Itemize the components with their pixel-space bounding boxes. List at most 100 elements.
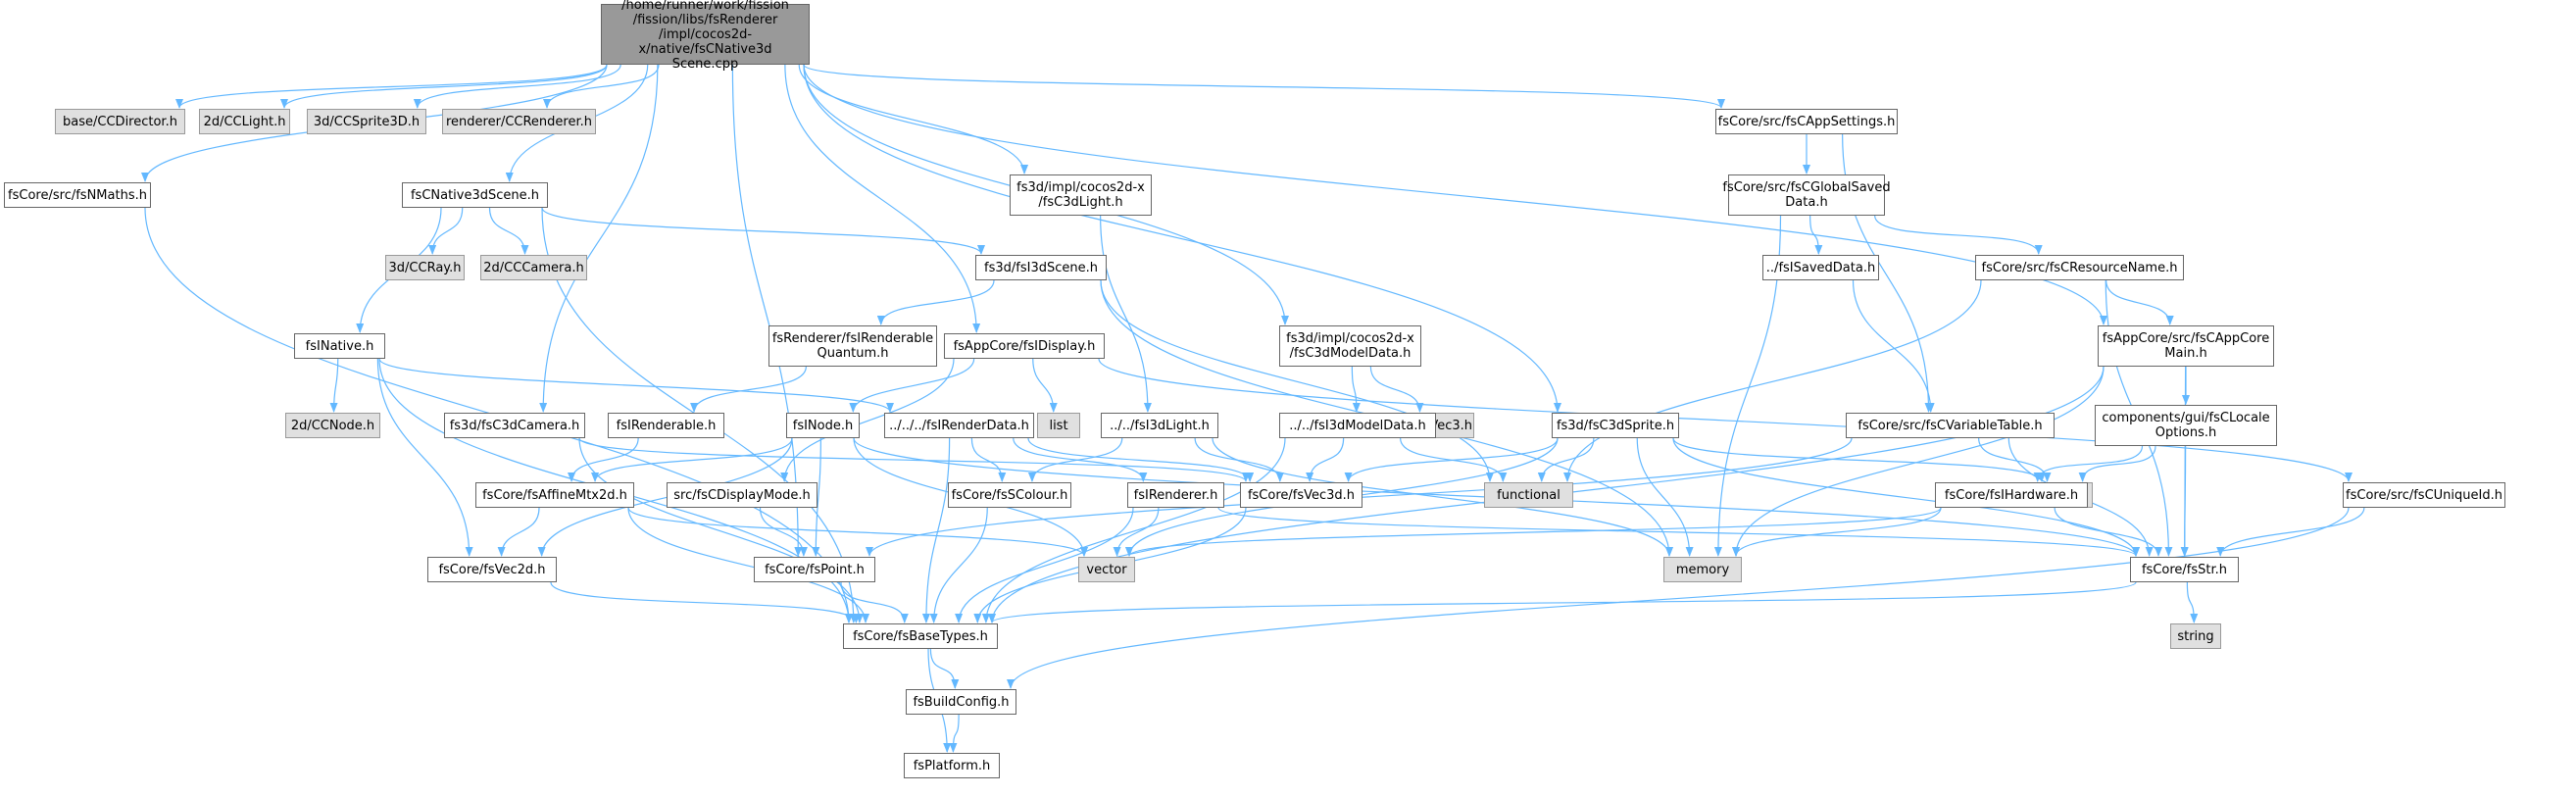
edge-irenderdata-to-vec3d: [1027, 437, 1255, 482]
node-c3dlight[interactable]: fs3d/impl/cocos2d-x /fsC3dLight.h: [1010, 174, 1152, 216]
node-ccrenderer: renderer/CCRenderer.h: [442, 109, 596, 134]
node-root-source-file[interactable]: /home/runner/work/fission /fission/libs/…: [601, 0, 810, 72]
edge-c3dcamera-to-vec3d: [578, 437, 1250, 482]
edge-i3dlight-to-memory: [1212, 437, 1673, 557]
node-isaveddata[interactable]: ../fsISavedData.h: [1762, 255, 1879, 280]
edge-idisplay-to-inode: [849, 358, 975, 413]
edge-c3dcamera-to-basetypes: [578, 437, 864, 623]
edge-affine-to-vec2d: [497, 507, 540, 557]
edge-root-to-idisplay: [784, 64, 981, 333]
edge-idisplay-to-uniqueid: [1098, 358, 2353, 482]
edge-buildconfig-to-platform: [949, 714, 960, 753]
edge-globalsaved-to-resname: [1874, 215, 2043, 255]
edge-inative-to-vec2d: [376, 358, 473, 557]
node-inative[interactable]: fsINative.h: [294, 333, 385, 359]
edge-vec2d-to-basetypes: [550, 581, 861, 623]
edge-i3dlight-to-scolour: [1027, 437, 1123, 482]
node-str[interactable]: fsCore/fsStr.h: [2130, 557, 2239, 582]
node-c3dsprite[interactable]: fs3d/fsC3dSprite.h: [1552, 413, 1679, 438]
edge-inode-to-affine: [591, 437, 793, 482]
edge-locale-to-map: [2078, 445, 2156, 482]
edge-native3dscene-to-cccamera: [488, 207, 529, 255]
node-affinemtx2d[interactable]: fsCore/fsAffineMtx2d.h: [475, 482, 634, 508]
node-ccray: 3d/CCRay.h: [385, 255, 465, 280]
node-displaymode[interactable]: src/fsCDisplayMode.h: [667, 482, 817, 508]
node-irenderdata[interactable]: ../../../fsIRenderData.h: [884, 413, 1034, 438]
node-i3dlight[interactable]: ../../fsI3dLight.h: [1101, 413, 1218, 438]
node-fsnmaths[interactable]: fsCore/src/fsNMaths.h: [4, 182, 151, 208]
edge-str-to-string: [2186, 581, 2199, 623]
edge-irenderablequantum-to-irenderable: [690, 366, 807, 413]
edge-i3dmodeldata-to-basetypes: [981, 437, 1286, 623]
node-localeoptions[interactable]: components/gui/fsCLocale Options.h: [2095, 405, 2277, 446]
node-vec2d[interactable]: fsCore/fsVec2d.h: [427, 557, 557, 582]
edge-root-to-ccdirector: [175, 64, 608, 109]
edge-root-to-capps: [803, 64, 1725, 109]
node-resourcename[interactable]: fsCore/src/fsCResourceName.h: [1975, 255, 2184, 280]
edge-i3dmodeldata-to-vec3d: [1306, 437, 1345, 482]
edge-c3dsprite-to-map: [1672, 437, 2046, 482]
edge-root-to-ccrenderer: [543, 64, 660, 109]
edge-point-to-basetypes: [840, 581, 909, 623]
edge-root-to-c3dsprite: [803, 64, 1561, 413]
edge-native3dscene-to-i3dscene: [541, 207, 985, 255]
edge-c3dsprite-to-functional: [1537, 437, 1595, 482]
node-irenderablequantum[interactable]: fsRenderer/fsIRenderable Quantum.h: [768, 325, 937, 367]
node-basetypes[interactable]: fsCore/fsBaseTypes.h: [843, 623, 998, 649]
edge-affine-to-basetypes: [627, 507, 870, 623]
edge-locale-to-str: [2180, 445, 2189, 557]
edge-ihardware-to-memory: [1732, 507, 1942, 557]
node-c3dcamera[interactable]: fs3d/fsC3dCamera.h: [444, 413, 585, 438]
node-irenderer[interactable]: fsIRenderer.h: [1127, 482, 1224, 508]
node-cappsettings[interactable]: fsCore/src/fsCAppSettings.h: [1715, 109, 1898, 134]
edge-irenderdata-to-basetypes: [921, 437, 951, 623]
node-scolour[interactable]: fsCore/fsSColour.h: [948, 482, 1071, 508]
edge-resname-to-appcoremain: [2105, 279, 2174, 325]
edge-root-to-c3dlight: [798, 64, 1029, 174]
node-native3dscene[interactable]: fsCNative3dScene.h: [402, 182, 548, 208]
node-vec3d[interactable]: fsCore/fsVec3d.h: [1240, 482, 1362, 508]
edge-i3dscene-to-functional: [1100, 279, 1494, 482]
edge-ihardware-to-str: [2054, 507, 2162, 557]
edge-root-to-appcoremain: [803, 64, 2107, 325]
node-i3dscene[interactable]: fs3d/fsI3dScene.h: [975, 255, 1107, 280]
node-point[interactable]: fsCore/fsPoint.h: [754, 557, 875, 582]
node-memory: memory: [1663, 557, 1742, 582]
node-globalsaveddata[interactable]: fsCore/src/fsCGlobalSaved Data.h: [1722, 174, 1891, 216]
node-variabletable[interactable]: fsCore/src/fsCVariableTable.h: [1846, 413, 2055, 438]
edge-locale-to-ihardware: [2033, 445, 2144, 482]
node-string: string: [2170, 623, 2221, 649]
edge-root-to-point: [731, 64, 803, 557]
node-idisplay[interactable]: fsAppCore/fsIDisplay.h: [944, 333, 1105, 359]
edge-str-to-basetypes: [988, 581, 2137, 623]
node-ccdirector: base/CCDirector.h: [55, 109, 185, 134]
edge-c3dsprite-to-vec3d: [1344, 437, 1559, 482]
node-uniqueid[interactable]: fsCore/src/fsCUniqueId.h: [2343, 482, 2505, 508]
node-ihardware[interactable]: fsCore/fsIHardware.h: [1935, 482, 2088, 508]
edge-inative-to-irenderdata: [378, 358, 894, 413]
edge-irenderer-to-vector: [1113, 507, 1160, 557]
edge-irenderable-to-affine: [568, 437, 639, 482]
edge-c3dmodeldata-to-mathvec3: [1369, 366, 1424, 413]
edge-root-to-ccsprite3d: [413, 64, 621, 109]
edge-resname-to-functional: [1563, 279, 1982, 482]
node-cclight: 2d/CCLight.h: [199, 109, 290, 134]
edge-varTable-to-map: [1978, 437, 2052, 482]
node-functional: functional: [1484, 482, 1573, 508]
edge-scolour-to-basetypes: [929, 507, 988, 623]
node-cccamera: 2d/CCCamera.h: [480, 255, 587, 280]
node-appcoremain[interactable]: fsAppCore/src/fsCAppCore Main.h: [2098, 325, 2274, 367]
node-c3dmodeldata[interactable]: fs3d/impl/cocos2d-x /fsC3dModelData.h: [1279, 325, 1421, 367]
node-buildconfig[interactable]: fsBuildConfig.h: [906, 689, 1016, 715]
node-i3dmodeldata[interactable]: ../../fsI3dModelData.h: [1279, 413, 1436, 438]
edge-irenderdata-to-scolour: [970, 437, 1007, 482]
edge-uniqueid-to-buildconfig: [1007, 507, 2350, 689]
node-ccsprite3d: 3d/CCSprite3D.h: [307, 109, 426, 134]
edge-irenderer-to-basetypes: [955, 507, 1134, 623]
edge-root-to-c3dcamera: [539, 64, 659, 413]
node-platform[interactable]: fsPlatform.h: [904, 753, 1000, 778]
edge-native3dscene-to-ccray: [428, 207, 464, 255]
node-irenderable[interactable]: fsIRenderable.h: [608, 413, 724, 438]
node-inode[interactable]: fsINode.h: [786, 413, 860, 438]
